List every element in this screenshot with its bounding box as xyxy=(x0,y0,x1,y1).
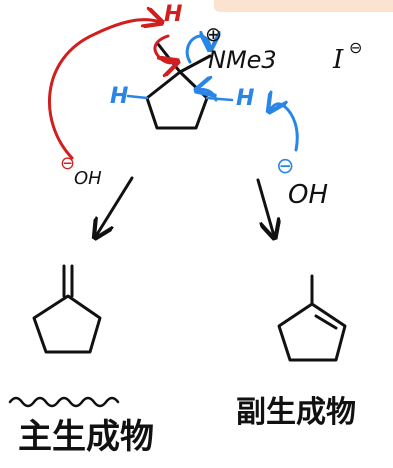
major-product-wavy-underline xyxy=(8,396,120,408)
right-base-charge: ⊖ xyxy=(276,154,295,179)
right-base-hydroxide: OH xyxy=(288,180,329,210)
nme3-label: NMe3 xyxy=(208,46,277,74)
top-hydrogen-label: H xyxy=(164,2,183,27)
major-product-label: 主生成物 xyxy=(18,417,154,457)
iodide-label: I xyxy=(333,45,344,75)
ammonium-plus-charge: ⊕ xyxy=(205,22,222,46)
red-arrow-ch-bond xyxy=(153,34,176,63)
bond-to-right-h xyxy=(205,96,234,102)
reaction-arrow-left xyxy=(96,176,134,236)
right-hydrogen-label: H xyxy=(236,86,255,111)
blue-arrow-ch-bond xyxy=(198,89,218,102)
minor-product-label: 副生成物 xyxy=(236,395,356,430)
reaction-arrow-right xyxy=(256,178,274,236)
blue-arrow-cn-bond xyxy=(185,36,210,64)
red-arrow-base-to-h xyxy=(47,20,160,160)
major-product-ring xyxy=(32,294,102,354)
left-base-charge: ⊖ xyxy=(60,153,76,174)
ring-double-bond xyxy=(314,314,338,330)
highlight-banner xyxy=(214,0,393,12)
left-base-hydroxide: OH xyxy=(74,168,102,189)
bond-to-nme3 xyxy=(178,54,212,74)
minor-product-ring xyxy=(277,302,347,362)
iodide-minus-charge: ⊖ xyxy=(349,38,363,57)
bond-to-left-h xyxy=(126,94,149,100)
reactant-ring xyxy=(145,70,209,130)
blue-arrow-base-to-h xyxy=(270,104,299,152)
left-hydrogen-label: H xyxy=(110,84,129,109)
